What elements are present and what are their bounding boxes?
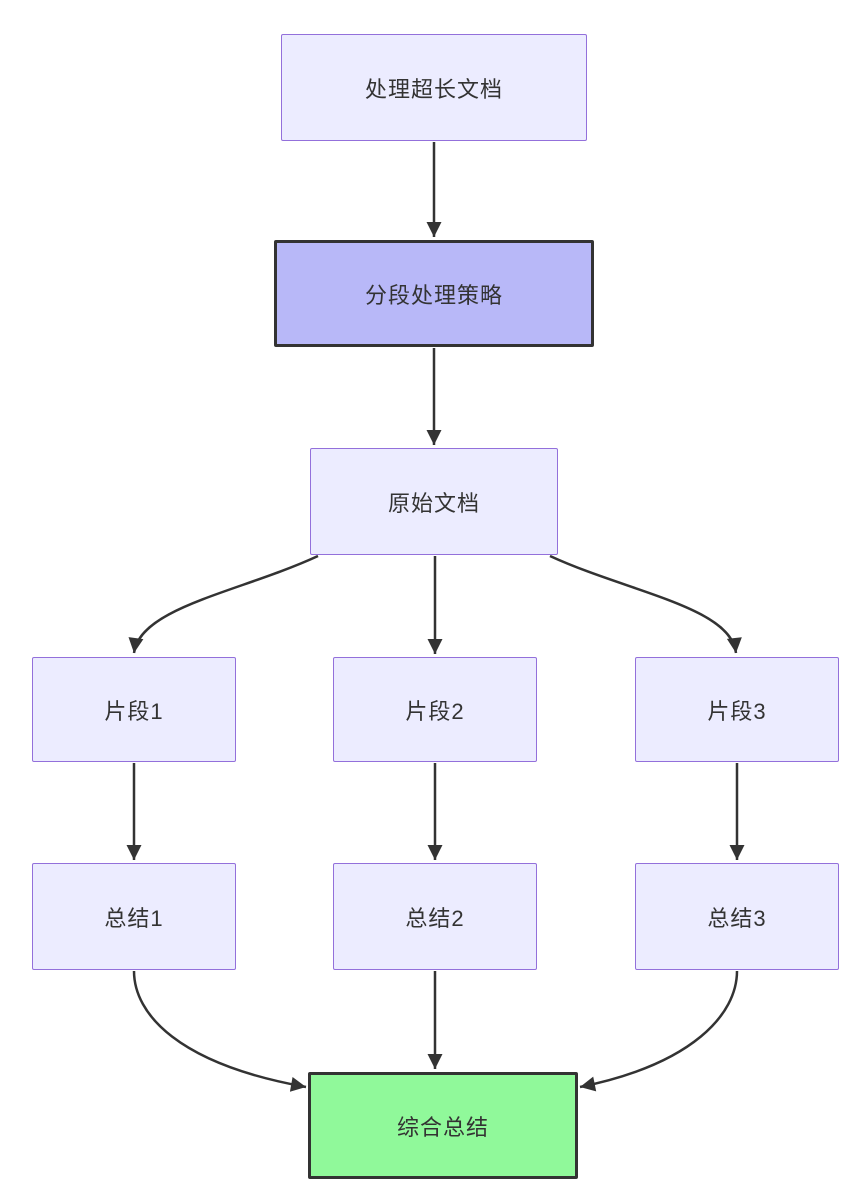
node-fragment-3: 片段3 bbox=[635, 657, 839, 762]
node-summary-3: 总结3 bbox=[635, 863, 839, 970]
node-segmentation-strategy: 分段处理策略 bbox=[274, 240, 594, 347]
node-process-long-document: 处理超长文档 bbox=[281, 34, 587, 141]
node-label: 总结3 bbox=[707, 905, 767, 931]
edge-e1-f bbox=[132, 970, 307, 1092]
node-original-document: 原始文档 bbox=[310, 448, 558, 555]
node-label: 原始文档 bbox=[387, 490, 480, 516]
node-final-summary: 综合总结 bbox=[308, 1072, 578, 1179]
node-label: 总结1 bbox=[104, 905, 164, 931]
node-label: 分段处理策略 bbox=[364, 282, 503, 308]
node-fragment-2: 片段2 bbox=[333, 657, 537, 762]
edge-c-d3 bbox=[549, 554, 742, 654]
edge-e3-f bbox=[579, 970, 739, 1092]
node-label: 处理超长文档 bbox=[364, 76, 503, 102]
node-label: 总结2 bbox=[405, 905, 465, 931]
node-label: 片段2 bbox=[405, 698, 465, 724]
node-label: 片段1 bbox=[104, 698, 164, 724]
node-summary-1: 总结1 bbox=[32, 863, 236, 970]
edge-c-d1 bbox=[128, 554, 319, 654]
node-summary-2: 总结2 bbox=[333, 863, 537, 970]
node-fragment-1: 片段1 bbox=[32, 657, 236, 762]
node-label: 片段3 bbox=[707, 698, 767, 724]
node-label: 综合总结 bbox=[396, 1114, 489, 1140]
